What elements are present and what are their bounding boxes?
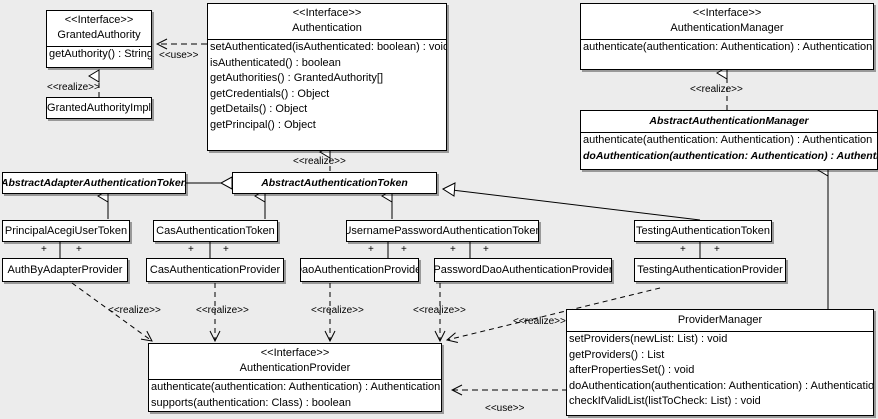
class-authentication-provider[interactable]: <<Interface>> AuthenticationProvider aut… bbox=[148, 343, 442, 412]
label-use-granted-authority: <<use>> bbox=[159, 50, 199, 61]
method-item: supports(authentication: Class) : boolea… bbox=[151, 396, 351, 409]
label-realize-auth-by-adapter: <<realize>> bbox=[108, 305, 161, 316]
method-item: getAuthority() : String bbox=[49, 48, 151, 60]
multiplicity-marker: + bbox=[188, 244, 194, 255]
class-methods: getAuthority() : String bbox=[47, 46, 151, 63]
link-generalization-abstractadaptertoken bbox=[186, 176, 233, 190]
stereotype-label: <<Interface>> bbox=[692, 7, 762, 19]
class-abstract-authentication-token[interactable]: AbstractAuthenticationToken bbox=[232, 172, 437, 194]
multiplicity-marker: + bbox=[401, 244, 407, 255]
class-name-label: PasswordDaoAuthenticationProvider bbox=[434, 264, 612, 276]
class-methods: authenticate(authentication: Authenticat… bbox=[581, 39, 873, 56]
class-header: <<Interface>> AuthenticationManager bbox=[581, 4, 873, 39]
multiplicity-marker: + bbox=[714, 244, 720, 255]
multiplicity-marker: + bbox=[76, 244, 82, 255]
class-name-label: TestingAuthenticationToken bbox=[636, 225, 770, 237]
class-name-label: AbstractAdapterAuthenticationToken bbox=[2, 177, 186, 189]
multiplicity-marker: + bbox=[450, 244, 456, 255]
class-name-label: Authentication bbox=[292, 22, 362, 34]
method-item: afterPropertiesSet() : void bbox=[569, 364, 695, 376]
multiplicity-marker: + bbox=[483, 244, 489, 255]
multiplicity-marker: + bbox=[223, 244, 229, 255]
method-item: doAuthentication(authentication: Authent… bbox=[569, 379, 873, 392]
method-item: authenticate(authentication: Authenticat… bbox=[151, 381, 441, 393]
class-granted-authority-impl[interactable]: GrantedAuthorityImpl bbox=[46, 97, 152, 119]
method-item: checkIfValidList(listToCheck: List) : vo… bbox=[569, 395, 761, 407]
class-name-label: AuthenticationProvider bbox=[239, 362, 351, 374]
class-testing-authentication-provider[interactable]: TestingAuthenticationProvider bbox=[634, 258, 786, 282]
class-granted-authority[interactable]: <<Interface>> GrantedAuthority getAuthor… bbox=[46, 10, 152, 68]
class-methods: setProviders(newList: List) : void getPr… bbox=[567, 331, 873, 410]
class-password-dao-authentication-provider[interactable]: PasswordDaoAuthenticationProvider bbox=[434, 258, 612, 282]
class-testing-authentication-token[interactable]: TestingAuthenticationToken bbox=[634, 220, 772, 242]
stereotype-label: <<Interface>> bbox=[260, 347, 330, 359]
class-name-label: GrantedAuthority bbox=[57, 29, 141, 41]
class-name-label: AbstractAuthenticationManager bbox=[649, 115, 809, 127]
class-methods: authenticate(authentication: Authenticat… bbox=[149, 379, 441, 411]
method-item: getDetails() : Object bbox=[210, 103, 308, 115]
class-header: AbstractAuthenticationManager bbox=[581, 111, 877, 132]
class-authentication-manager[interactable]: <<Interface>> AuthenticationManager auth… bbox=[580, 3, 874, 70]
class-cas-authentication-provider[interactable]: CasAuthenticationProvider bbox=[146, 258, 284, 282]
method-item: isAuthenticated() : boolean bbox=[210, 56, 341, 69]
multiplicity-marker: + bbox=[41, 244, 47, 255]
class-name-label: CasAuthenticationProvider bbox=[149, 264, 281, 276]
class-name-label: GrantedAuthorityImpl bbox=[47, 102, 151, 114]
method-item: getProviders() : List bbox=[569, 348, 665, 361]
class-name-label: AbstractAuthenticationToken bbox=[261, 177, 408, 189]
method-item: authenticate(authentication: Authenticat… bbox=[583, 41, 873, 53]
class-principal-acegi-user-token[interactable]: PrincipalAcegiUserToken bbox=[2, 220, 130, 242]
label-realize-dao-provider: <<realize>> bbox=[311, 305, 364, 316]
class-abstract-adapter-authentication-token[interactable]: AbstractAdapterAuthenticationToken bbox=[2, 172, 186, 194]
multiplicity-marker: + bbox=[368, 244, 374, 255]
class-methods: authenticate(authentication: Authenticat… bbox=[581, 132, 877, 164]
label-realize-cas-provider: <<realize>> bbox=[196, 305, 249, 316]
class-name-label: ProviderManager bbox=[677, 314, 763, 326]
method-item: setAuthenticated(isAuthenticated: boolea… bbox=[210, 41, 446, 53]
label-realize-granted-authority-impl: <<realize>> bbox=[47, 82, 100, 93]
class-methods: setAuthenticated(isAuthenticated: boolea… bbox=[208, 39, 446, 133]
class-name-label: UsernamePasswordAuthenticationToken bbox=[346, 225, 539, 237]
label-realize-password-dao-provider: <<realize>> bbox=[413, 305, 466, 316]
label-realize-testing-provider: <<realize>> bbox=[513, 316, 566, 327]
stereotype-label: <<Interface>> bbox=[292, 7, 362, 19]
class-dao-authentication-provider[interactable]: DaoAuthenticationProvider bbox=[300, 258, 419, 282]
class-name-label: CasAuthenticationToken bbox=[156, 225, 275, 237]
label-use-provider-manager: <<use>> bbox=[485, 403, 525, 414]
class-name-label: DaoAuthenticationProvider bbox=[300, 264, 419, 276]
method-item: setProviders(newList: List) : void bbox=[569, 333, 728, 345]
class-cas-authentication-token[interactable]: CasAuthenticationToken bbox=[153, 220, 278, 242]
class-abstract-authentication-manager[interactable]: AbstractAuthenticationManager authentica… bbox=[580, 110, 878, 170]
multiplicity-marker: + bbox=[680, 244, 686, 255]
class-header: <<Interface>> AuthenticationProvider bbox=[149, 344, 441, 379]
method-item: doAuthentication(authentication: Authent… bbox=[583, 149, 877, 162]
label-realize-authentication-token: <<realize>> bbox=[293, 156, 346, 167]
link-generalization-testingauthenticationtoken bbox=[441, 182, 701, 221]
class-provider-manager[interactable]: ProviderManager setProviders(newList: Li… bbox=[566, 309, 874, 416]
method-item: getAuthorities() : GrantedAuthority[] bbox=[210, 72, 384, 84]
class-header: ProviderManager bbox=[567, 310, 873, 331]
class-authentication[interactable]: <<Interface>> Authentication setAuthenti… bbox=[207, 3, 447, 151]
method-item: authenticate(authentication: Authenticat… bbox=[583, 134, 873, 146]
class-header: <<Interface>> GrantedAuthority bbox=[47, 11, 151, 46]
class-name-label: AuthenticationManager bbox=[670, 22, 784, 34]
method-item: getCredentials() : Object bbox=[210, 87, 330, 100]
stereotype-label: <<Interface>> bbox=[64, 14, 134, 26]
class-name-label: PrincipalAcegiUserToken bbox=[4, 225, 128, 237]
class-username-password-authentication-token[interactable]: UsernamePasswordAuthenticationToken bbox=[346, 220, 539, 242]
label-realize-authentication-manager: <<realize>> bbox=[690, 84, 743, 95]
class-auth-by-adapter-provider[interactable]: AuthByAdapterProvider bbox=[2, 258, 128, 282]
class-name-label: AuthByAdapterProvider bbox=[7, 264, 123, 276]
class-header: <<Interface>> Authentication bbox=[208, 4, 446, 39]
class-name-label: TestingAuthenticationProvider bbox=[637, 264, 783, 276]
method-item: getPrincipal() : Object bbox=[210, 118, 316, 131]
